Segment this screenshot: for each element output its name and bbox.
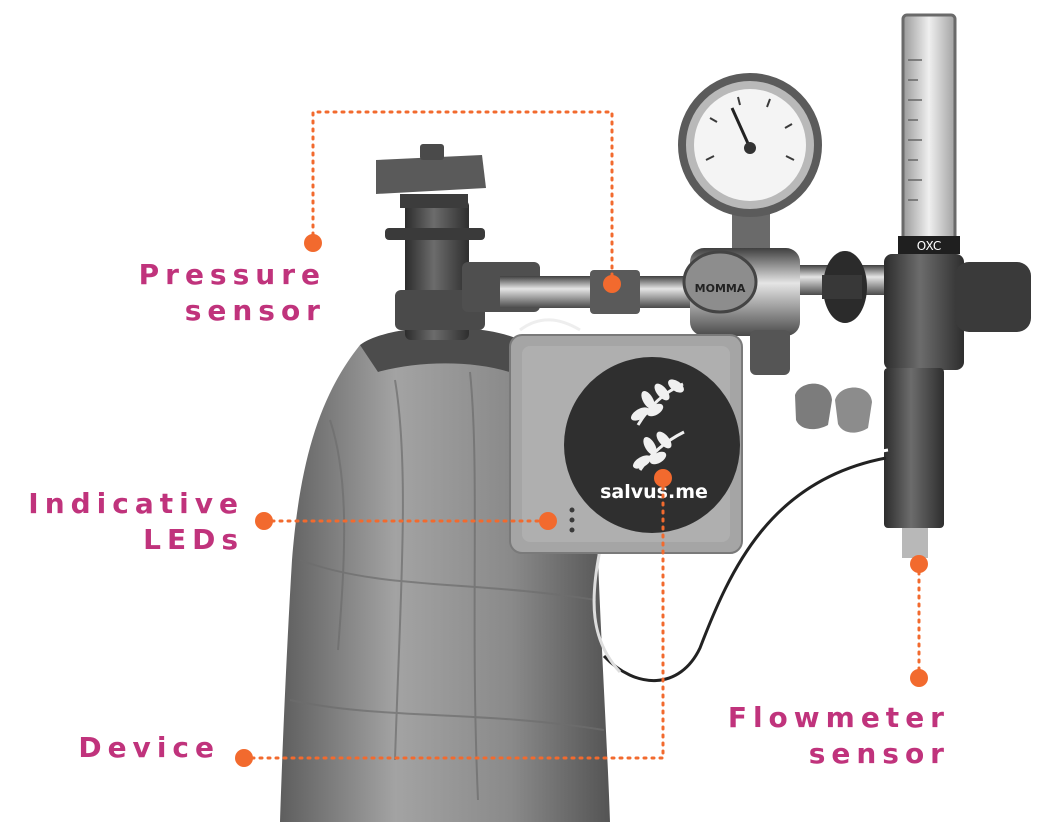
callout-dot [235,749,253,767]
label-line: sensor [808,737,950,770]
sensor-wires [519,318,889,682]
label-line: Device [78,731,220,764]
callout-dot [304,234,322,252]
callout-dot [654,469,672,487]
callout-flowmeter [910,555,928,687]
label-device: Device [60,730,220,766]
label-line: Pressure [138,258,326,291]
flowmeter-tube-label: OXC [917,239,941,253]
regulator-badge: MOMMA [695,282,746,295]
callout-pressure [304,110,621,293]
indicator-leds [569,507,575,533]
callout-dot [910,555,928,573]
label-line: LEDs [143,523,244,556]
regulator-body: MOMMA [682,248,800,375]
label-line: Flowmeter [727,701,950,734]
valve-handwheel [376,144,486,208]
device-box: salvus.me [509,334,743,554]
callout-device [235,469,672,767]
pressure-gauge [678,73,822,250]
callout-dot [255,512,273,530]
callout-dot [603,275,621,293]
callout-dot [539,512,557,530]
regulator-knob [822,251,867,323]
device-logo-text: salvus.me [600,481,708,503]
callout-leds [255,512,557,530]
label-flowmeter-sensor: Flowmeter sensor [700,700,950,772]
flowmeter: OXC [884,13,1031,558]
leaf-icon [630,379,685,471]
label-line: Indicative [28,487,244,520]
rubber-caps [795,383,872,433]
label-pressure-sensor: Pressure sensor [120,257,326,329]
label-indicative-leds: Indicative LEDs [14,486,244,558]
cylinder-valve [385,200,485,340]
callout-dot [910,669,928,687]
label-line: sensor [184,294,326,327]
